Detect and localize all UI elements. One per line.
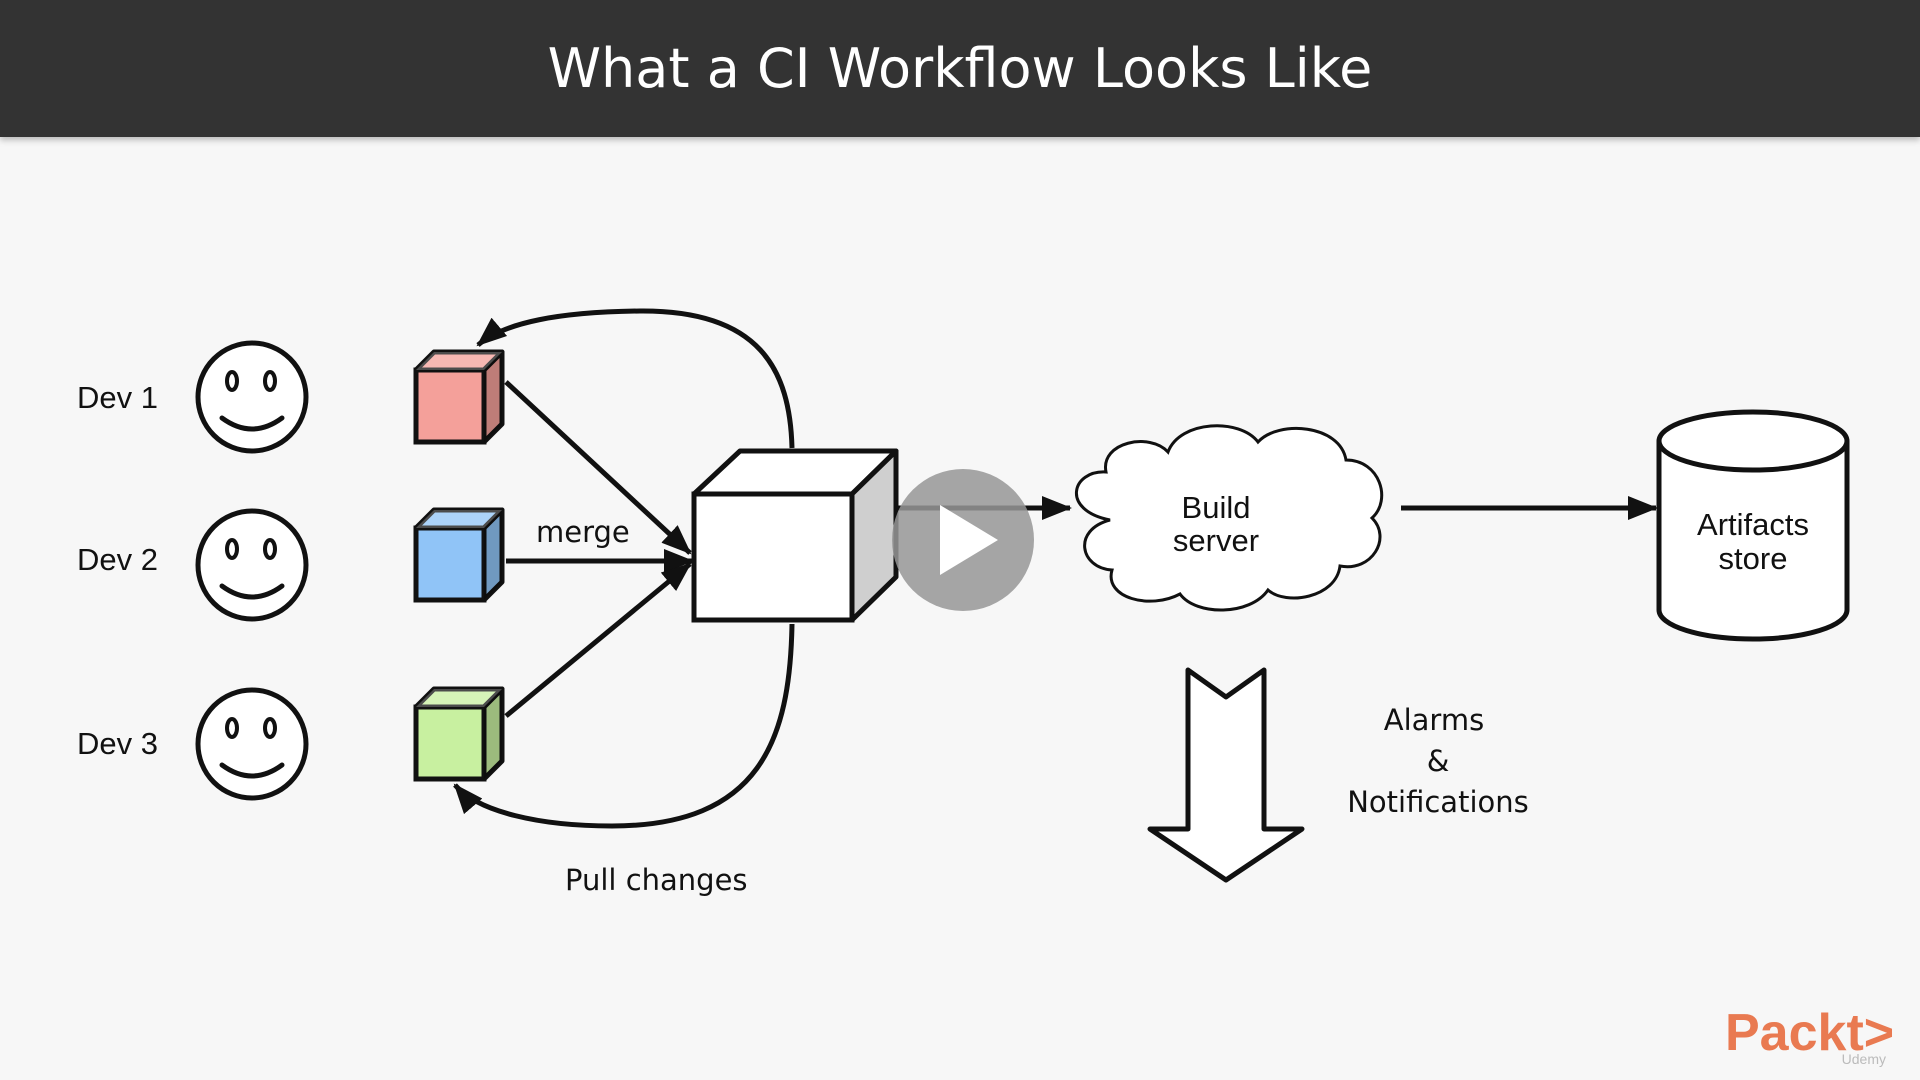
- dev-2-label: Dev 2: [77, 542, 158, 577]
- dev-3-label: Dev 3: [77, 726, 158, 761]
- header-bar: What a CI Workflow Looks Like: [0, 0, 1920, 137]
- udemy-watermark: Udemy: [1842, 1051, 1886, 1067]
- pull-arrow-to-dev-1: [476, 308, 795, 449]
- play-button[interactable]: [892, 469, 1034, 611]
- build-server-label-line-1: Build: [1182, 490, 1251, 525]
- smiley-icon: [195, 340, 309, 454]
- down-arrow-icon: [1147, 667, 1305, 883]
- cloud-icon: [1075, 424, 1384, 612]
- slide-title: What a CI Workflow Looks Like: [547, 37, 1373, 100]
- pull-arrow-to-dev-3: [453, 623, 795, 829]
- pull-changes-label: Pull changes: [565, 863, 748, 897]
- smiley-icon: [195, 687, 309, 801]
- alarms-label-line-1: Alarms: [1384, 703, 1484, 737]
- dev-2-repo-cube: [413, 507, 505, 603]
- merge-label: merge: [536, 515, 630, 549]
- build-server-label-line-2: server: [1173, 523, 1259, 558]
- alarms-label-line-3: Notifications: [1347, 785, 1529, 819]
- merge-arrow-dev-3: [504, 562, 692, 718]
- central-repository-cube: [691, 448, 899, 623]
- dev-3-repo-cube: [413, 686, 505, 782]
- cylinder-icon: [1656, 409, 1850, 642]
- dev-1-label: Dev 1: [77, 380, 158, 415]
- artifacts-store-label-line-1: Artifacts: [1697, 507, 1809, 542]
- smiley-icon: [195, 508, 309, 622]
- play-icon: [940, 505, 998, 575]
- packt-logo: Packt>: [1725, 1004, 1894, 1062]
- merge-arrow-dev-1: [504, 380, 692, 555]
- dev-1-repo-cube: [413, 349, 505, 445]
- alarms-label-line-2: &: [1427, 744, 1450, 778]
- artifacts-store-label-line-2: store: [1719, 541, 1788, 576]
